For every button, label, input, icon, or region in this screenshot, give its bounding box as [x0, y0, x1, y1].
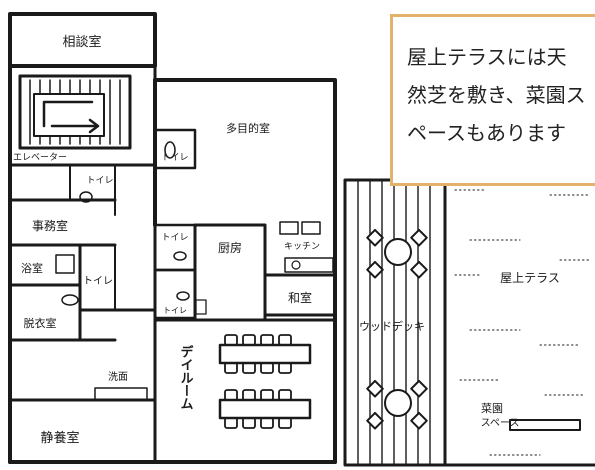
label-rest-room: 静養室 — [40, 430, 79, 446]
label-rooftop-terrace: 屋上テラス — [500, 271, 560, 285]
label-bath: 浴室 — [21, 261, 43, 275]
label-toilet-3: トイレ — [161, 153, 188, 163]
label-kitchenette: キッチン — [284, 241, 320, 252]
label-garden-2: スペース — [481, 418, 520, 429]
label-kitchen: 厨房 — [218, 240, 242, 255]
label-toilet-4: トイレ — [161, 233, 188, 243]
staircase — [18, 74, 132, 150]
label-multipurpose-room: 多目的室 — [226, 121, 270, 135]
note-line-2: 然芝を敷き、菜園ス — [407, 83, 586, 107]
consultation-room — [8, 12, 157, 68]
note-line-1: 屋上テラスには天 — [407, 45, 567, 69]
label-consultation-room: 相談室 — [62, 34, 101, 50]
note-line-3: ペースもあります — [407, 121, 566, 145]
terrace-note-box: 屋上テラスには天 然芝を敷き、菜園ス ペースもあります — [390, 14, 595, 186]
washbasin-counter — [94, 387, 148, 401]
label-garden-1: 菜園 — [481, 402, 503, 415]
garden-planter — [509, 419, 581, 431]
label-dressing-room: 脱衣室 — [24, 316, 57, 330]
label-japanese-room: 和室 — [288, 290, 312, 305]
label-wood-deck: ウッドデッキ — [359, 319, 425, 333]
label-toilet-5: トイレ — [163, 306, 187, 315]
label-dayroom: デイルーム — [178, 344, 194, 410]
label-washbasin: 洗面 — [108, 371, 128, 383]
label-toilet-2: トイレ — [83, 276, 113, 287]
label-office: 事務室 — [32, 218, 68, 233]
label-toilet-1: トイレ — [86, 176, 113, 186]
label-elevator: エレベーター — [13, 152, 67, 163]
